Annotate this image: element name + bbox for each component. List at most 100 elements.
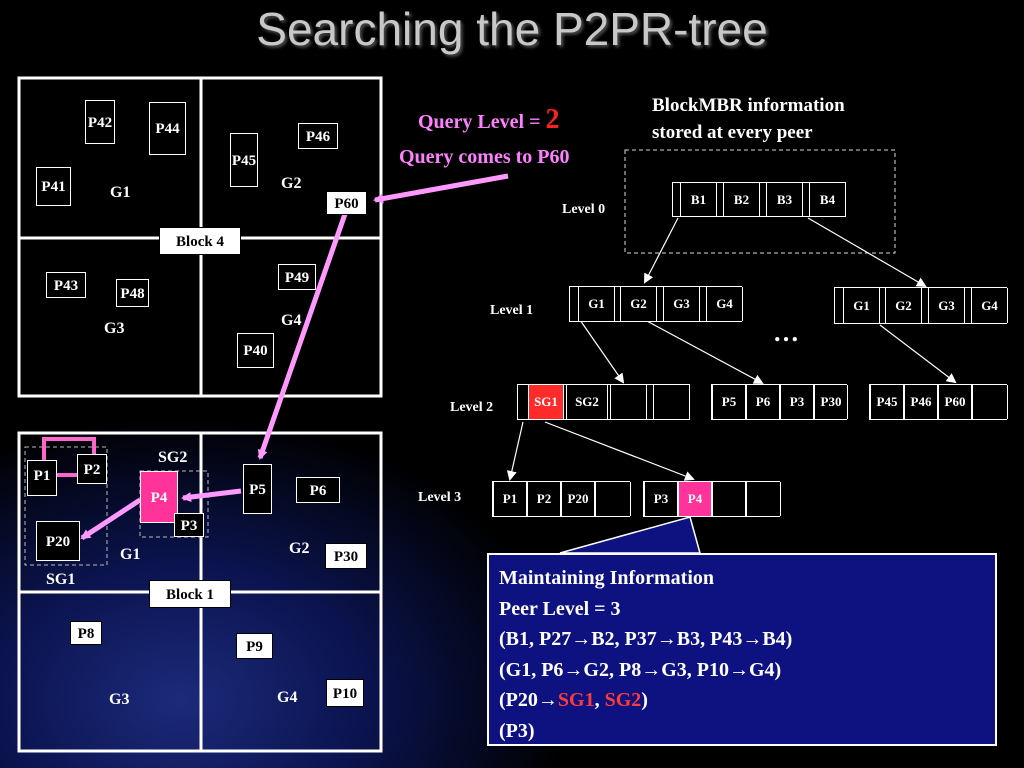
tree-cell-g2: G2: [620, 287, 657, 321]
peer-p60: P60: [326, 191, 367, 215]
query-level-text: Query Level = 2: [418, 104, 559, 136]
info-line5: (P20→SG1, SG2): [499, 685, 985, 716]
group-g3-b1: G3: [109, 691, 130, 708]
level1-right-node: G1 G2 G3 G4: [834, 287, 1008, 324]
level2-node-a: SG1 SG2: [517, 384, 690, 420]
peer-p30: P30: [325, 543, 367, 569]
peer-p4: P4: [140, 471, 178, 523]
tree-cell-empty: [972, 385, 1008, 419]
query-comes-to: Query comes to P60: [399, 146, 570, 168]
group-g2-b1: G2: [289, 540, 310, 557]
peer-p49: P49: [278, 264, 316, 290]
info-line1: Maintaining Information: [499, 567, 715, 589]
sg1-region: [24, 446, 108, 566]
group-g4-b4: G4: [281, 312, 302, 329]
level3-node-b: P3 P4: [643, 481, 781, 517]
peer-p41: P41: [36, 167, 71, 206]
level0-label: Level 0: [562, 202, 606, 217]
level3-node-a: P1 P2 P20: [492, 481, 631, 517]
tree-cell-empty: [595, 482, 631, 516]
peer-p42: P42: [85, 100, 115, 144]
tree-cell-g2: G2: [885, 288, 922, 323]
level2-node-c: P45 P46 P60: [869, 384, 1008, 420]
tree-cell-empty: [610, 385, 647, 419]
tree-cell-b3: B3: [766, 183, 803, 216]
peer-p45: P45: [230, 133, 258, 187]
level2-label: Level 2: [450, 400, 494, 415]
blockmbr-line1: BlockMBR information: [652, 95, 845, 116]
ellipsis: …: [773, 318, 799, 347]
peer-p3: P3: [174, 513, 204, 537]
peer-p20: P20: [36, 521, 80, 561]
tree-cell-p20: P20: [561, 482, 595, 516]
peer-p40: P40: [237, 333, 274, 368]
tree-cell-b1: B1: [680, 183, 717, 216]
info-line5-sep: ,: [594, 689, 605, 711]
blockmbr-region: [624, 149, 896, 254]
info-sg2: SG2: [604, 689, 642, 711]
tree-cell-p3: P3: [780, 385, 814, 419]
slide-title: Searching the P2PR-tree: [256, 3, 768, 55]
info-line4: (G1, P6→G2, P8→G3, P10→G4): [499, 658, 782, 681]
tree-cell-p5: P5: [712, 385, 746, 419]
tree-cell-g3: G3: [928, 288, 965, 323]
tree-cell-empty: [653, 385, 690, 419]
group-g4-b1: G4: [277, 689, 298, 706]
level1-left-node: G1 G2 G3 G4: [569, 286, 743, 322]
peer-p6: P6: [296, 477, 340, 503]
group-g3-b4: G3: [104, 320, 125, 337]
block1-label: Block 1: [149, 580, 231, 608]
subgroup-sg1: SG1: [46, 571, 76, 588]
tree-cell-g4: G4: [706, 287, 743, 321]
tree-cell-p1: P1: [493, 482, 527, 516]
tree-cell-sg1: SG1: [528, 385, 564, 419]
peer-p9: P9: [236, 633, 273, 659]
tree-cell-p45: P45: [870, 385, 904, 419]
tree-cell-p30: P30: [814, 385, 848, 419]
tree-cell-g4: G4: [971, 288, 1008, 323]
tree-cell-b2: B2: [723, 183, 760, 216]
tree-cell-p2: P2: [527, 482, 561, 516]
block4-label: Block 4: [159, 227, 241, 255]
tree-cell-g3: G3: [663, 287, 700, 321]
tree-cell-empty: [712, 482, 746, 516]
info-line6: (P3): [499, 719, 535, 742]
subgroup-sg2: SG2: [158, 449, 188, 466]
tree-cell-empty: [746, 482, 781, 516]
peer-p2: P2: [77, 454, 107, 484]
callout-pointer: [559, 516, 701, 554]
peer-p5: P5: [243, 464, 272, 514]
info-line5-post: ): [641, 689, 648, 711]
peer-p10: P10: [326, 679, 364, 707]
level2-node-b: P5 P6 P3 P30: [711, 384, 848, 420]
level0-node: B1 B2 B3 B4: [672, 182, 846, 217]
group-g2-b4: G2: [281, 175, 302, 192]
level3-label: Level 3: [418, 490, 462, 505]
group-g1-b4: G1: [110, 184, 131, 201]
peer-p48: P48: [116, 279, 149, 307]
info-line5-pre: (P20→: [499, 689, 558, 711]
tree-cell-g1: G1: [578, 287, 615, 321]
tree-cell-p3: P3: [644, 482, 678, 516]
maintaining-info-box: Maintaining Information Peer Level = 3 (…: [487, 553, 997, 746]
tree-cell-sg2: SG2: [566, 385, 608, 419]
query-level-label: Query Level =: [418, 111, 546, 133]
peer-p8: P8: [70, 621, 102, 645]
tree-cell-g1: G1: [843, 288, 880, 323]
info-line3: (B1, P27→B2, P37→B3, P43→B4): [499, 628, 793, 650]
tree-cell-p4: P4: [678, 482, 712, 516]
info-sg1: SG1: [557, 689, 595, 711]
tree-cell-p46: P46: [904, 385, 938, 419]
tree-cell-p6: P6: [746, 385, 780, 419]
tree-cell-p60: P60: [938, 385, 972, 419]
tree-cell-b4: B4: [809, 183, 846, 216]
query-level-value: 2: [545, 104, 560, 135]
level1-label: Level 1: [490, 303, 534, 318]
peer-p43: P43: [46, 272, 86, 298]
peer-p44: P44: [149, 102, 186, 155]
peer-p46: P46: [298, 123, 338, 149]
info-line2: Peer Level = 3: [499, 597, 621, 620]
group-g1-b1: G1: [120, 546, 141, 563]
peer-p1: P1: [27, 460, 57, 496]
blockmbr-line2: stored at every peer: [652, 122, 813, 143]
